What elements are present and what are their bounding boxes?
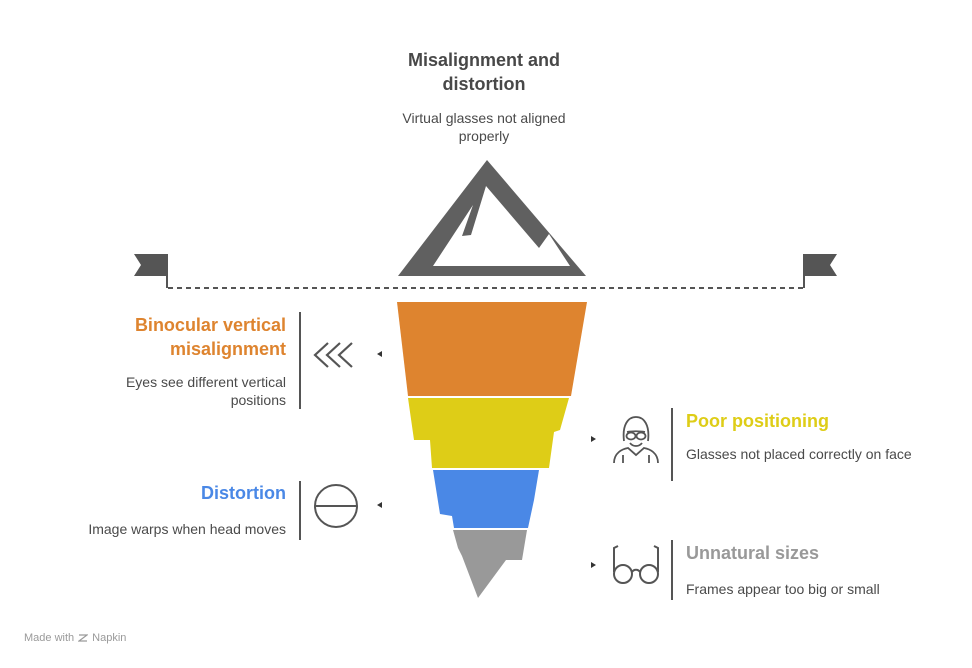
- triple-chevron-left-icon: [313, 342, 353, 368]
- layer-distortion-description: Image warps when head moves: [88, 521, 286, 537]
- layer-sizes-shape: [453, 530, 527, 598]
- divider-sizes: [671, 540, 673, 600]
- layer-positioning-description: Glasses not placed correctly on face: [686, 446, 912, 462]
- mountain-icon: [398, 160, 586, 276]
- layer-distortion-shape: [433, 470, 539, 528]
- footer-credit: Made with Napkin: [24, 632, 126, 644]
- arrow-distortion: [377, 502, 382, 508]
- layer-sizes-title: Unnatural sizes: [686, 543, 820, 563]
- divider-positioning: [671, 408, 673, 481]
- layer-binocular-title: Binocular vertical misalignment: [134, 315, 286, 359]
- divider-binocular: [299, 312, 301, 409]
- person-glasses-icon: [613, 416, 659, 464]
- arrow-binocular: [377, 351, 382, 357]
- divided-circle-icon: [314, 484, 358, 528]
- arrow-positioning: [591, 436, 596, 442]
- layer-positioning-shape: [408, 398, 569, 468]
- divider-distortion: [299, 481, 301, 540]
- layer-binocular-shape: [397, 302, 587, 396]
- napkin-logo-icon: [78, 634, 89, 642]
- left-flag-icon: [134, 254, 168, 288]
- layer-positioning-title: Poor positioning: [686, 411, 829, 431]
- layer-binocular-description: Eyes see different vertical positions: [125, 374, 286, 408]
- layer-sizes-description: Frames appear too big or small: [686, 581, 880, 597]
- arrow-sizes: [591, 562, 596, 568]
- tip-description: Virtual glasses not aligned properly: [402, 110, 566, 144]
- footer-brand: Napkin: [92, 632, 127, 644]
- tip-title: Misalignment and distortion: [407, 50, 560, 94]
- footer-made-with: Made with: [24, 632, 75, 644]
- eyeglasses-icon: [613, 545, 659, 584]
- layer-distortion-title: Distortion: [201, 483, 286, 503]
- right-flag-icon: [803, 254, 837, 288]
